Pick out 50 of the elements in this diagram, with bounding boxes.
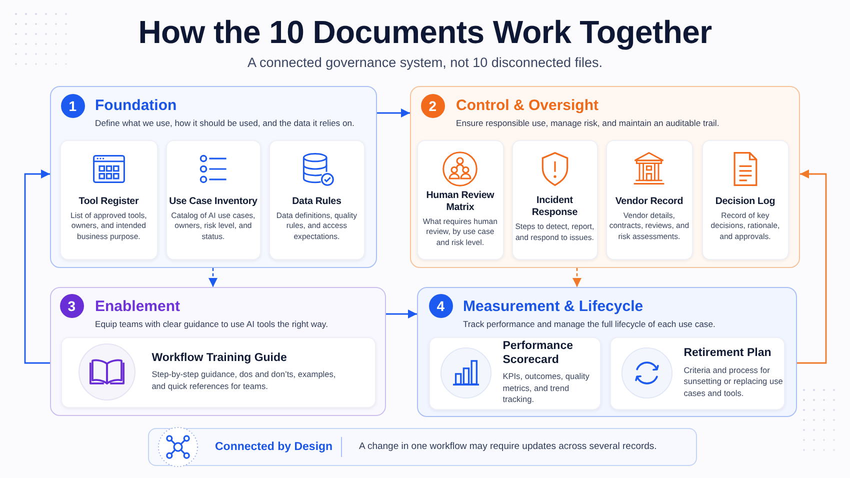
document-card [428, 336, 601, 410]
step-number-badge: 1 [60, 94, 85, 118]
panel-title: Foundation [95, 97, 177, 115]
panel-description: Track performance and manage the full lifecycle of each use case. [463, 319, 716, 330]
section-panel [417, 287, 797, 417]
step-number-badge: 3 [60, 294, 84, 318]
panel-title: Measurement & Lifecycle [463, 298, 644, 316]
section-panel [50, 287, 386, 416]
arrow [24, 170, 50, 364]
document-card [702, 140, 789, 260]
panel-description: Define what we use, how it should be used, and the data it relies on. [95, 118, 356, 129]
arrow [386, 310, 417, 318]
dashed-arrow [572, 268, 582, 287]
panel-title: Control & Oversight [456, 97, 599, 115]
card-title: Human Review Matrix [425, 190, 496, 214]
card-description: Step-by-step guidance, dos and don’ts, examples, and quick references for teams. [152, 369, 337, 392]
document-card [60, 140, 158, 260]
card-title: Retirement Plan [684, 347, 772, 361]
step-number-badge: 4 [428, 294, 453, 318]
document-card [416, 140, 504, 260]
document-card [606, 140, 693, 260]
page-title: How the 10 Documents Work Together [137, 13, 713, 51]
card-title: Workflow Training Guide [152, 352, 288, 366]
card-description: Criteria and process for sunsetting or replacing use cases and tools. [684, 364, 784, 400]
card-title: Vendor Record [615, 196, 684, 208]
arrow [377, 108, 410, 118]
banner-title: Connected by Design [215, 440, 333, 454]
card-title: Performance Scorecard [502, 340, 574, 368]
section-panel [410, 86, 800, 268]
step-number-badge: 2 [420, 94, 445, 118]
document-card [512, 140, 598, 260]
card-title: Use Case Inventory [169, 196, 258, 208]
card-title: Data Rules [292, 196, 342, 208]
document-card [60, 336, 376, 408]
section-panel [50, 86, 377, 268]
document-card [268, 140, 365, 260]
panel-description: Ensure responsible use, manage risk, and maintain an auditable trail. [456, 118, 720, 129]
card-title: Incident Response [530, 195, 578, 220]
dashed-arrow [208, 268, 218, 287]
subtitle: A connected governance system, not 10 disconnected files. [246, 55, 604, 71]
panel-title: Enablement [95, 298, 180, 316]
card-title: Tool Register [78, 196, 139, 208]
info-banner [148, 428, 697, 466]
card-title: Decision Log [715, 196, 776, 208]
arrow [797, 170, 827, 364]
banner-text: A change in one workflow may require updates across several records. [359, 441, 657, 453]
document-card [610, 336, 785, 410]
card-description: KPIs, outcomes, quality metrics, and trend tracking. [502, 371, 590, 406]
document-card [166, 140, 261, 260]
panel-description: Equip teams with clear guidance to use AI tools the right way. [95, 319, 329, 330]
